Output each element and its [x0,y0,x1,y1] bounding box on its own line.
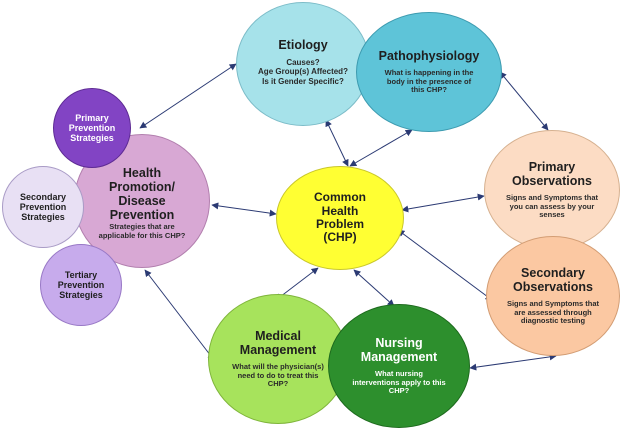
primary-prevention-title: Primary Prevention Strategies [68,112,116,144]
secondary-observations-node: Secondary Observations Signs and Symptom… [486,236,620,356]
medical-management-title: Medical Management [239,329,317,358]
tertiary-prevention-node: Tertiary Prevention Strategies [40,244,122,326]
primary-observations-title: Primary Observations [512,160,592,189]
etiology-node: Etiology Causes? Age Group(s) Affected? … [236,2,370,126]
medical-management-subtitle: What will the physician(s) need to do to… [232,362,324,389]
arrow-health-promotion-medical-management [144,269,215,361]
secondary-prevention-title: Secondary Prevention Strategies [19,191,67,223]
secondary-prevention-node: Secondary Prevention Strategies [2,166,84,248]
pathophysiology-subtitle: What is happening in the body in the pre… [384,68,474,95]
pathophysiology-node: Pathophysiology What is happening in the… [356,12,502,132]
arrow-chp-primary-observations [401,193,485,213]
arrow-health-promotion-etiology [139,63,237,129]
primary-prevention-node: Primary Prevention Strategies [53,88,131,168]
nursing-management-subtitle: What nursing interventions apply to this… [352,369,446,396]
health-promotion-subtitle: Strategies that are applicable for this … [98,221,186,240]
nursing-management-node: Nursing Management What nursing interven… [328,304,470,428]
common-health-problem-node: Common Health Problem (CHP) [276,166,404,270]
arrow-chp-secondary-observations [397,229,493,301]
arrow-chp-health-promotion [211,202,277,217]
tertiary-prevention-title: Tertiary Prevention Strategies [57,269,105,301]
arrow-chp-pathophysiology [349,129,413,167]
etiology-title: Etiology [278,38,328,53]
etiology-subtitle: Causes? Age Group(s) Affected? Is it Gen… [258,58,348,86]
arrow-nursing-secondary-observations [469,353,557,371]
secondary-observations-subtitle: Signs and Symptoms that are assessed thr… [506,299,600,326]
nursing-management-title: Nursing Management [360,336,438,365]
arrow-chp-nursing-management [353,269,395,307]
primary-observations-node: Primary Observations Signs and Symptoms … [484,130,620,250]
primary-observations-subtitle: Signs and Symptoms that you can assess b… [505,193,599,220]
secondary-observations-title: Secondary Observations [513,266,593,295]
pathophysiology-title: Pathophysiology [378,49,480,64]
common-health-problem-title: Common Health Problem (CHP) [314,190,366,245]
health-promotion-title: Health Promotion/ Disease Prevention [109,165,175,222]
medical-management-node: Medical Management What will the physici… [208,294,348,424]
arrow-pathophysiology-primary-observations [499,71,549,131]
arrow-chp-etiology [325,119,349,167]
